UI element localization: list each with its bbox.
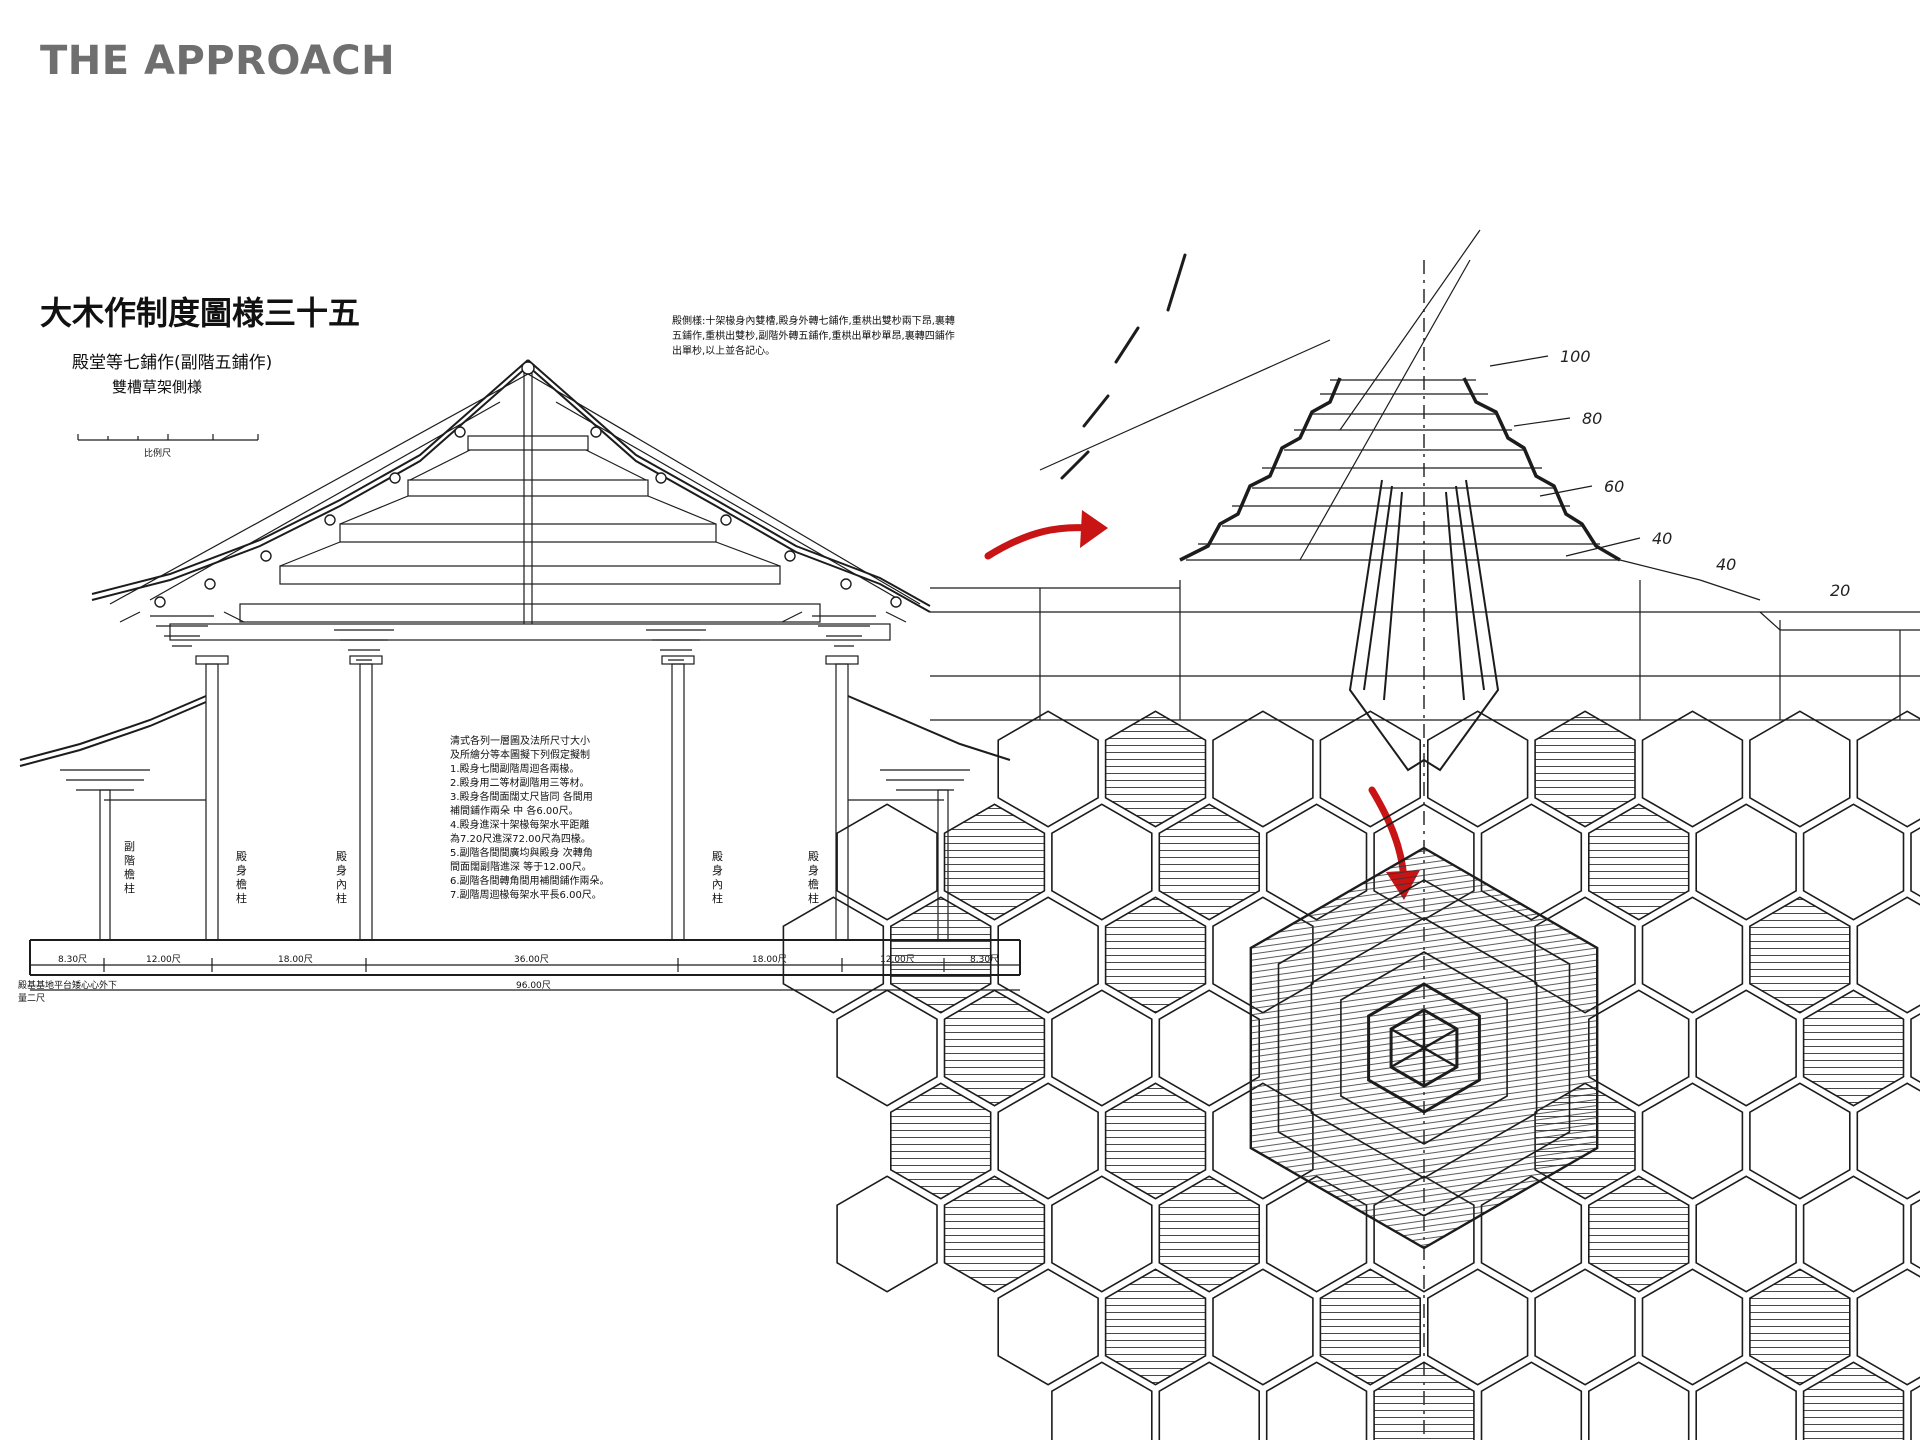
drawing-notes: 殿側樣:十架椽身內雙槽,殿身外轉七鋪作,重栱出雙杪兩下昂,裏轉五鋪作,重栱出雙杪… (672, 316, 955, 357)
bracket-cluster-left-outer (119, 611, 245, 647)
svg-text:殿身檐柱: 殿身檐柱 (808, 850, 819, 905)
svg-text:2.殿身用二等材副階用三等材。: 2.殿身用二等材副階用三等材。 (450, 776, 590, 789)
scale-label: 比例尺 (144, 447, 171, 459)
central-hexagon-detail (1249, 846, 1599, 1250)
svg-text:殿身內柱: 殿身內柱 (712, 850, 723, 905)
tier-label-2: 80 (1582, 409, 1602, 428)
svg-text:清式各列一層圖及法所尺寸大小: 清式各列一層圖及法所尺寸大小 (450, 734, 590, 747)
dim-3: 18.00尺 (278, 954, 313, 965)
dim-1: 8.30尺 (58, 954, 87, 965)
dim-5: 18.00尺 (752, 954, 787, 965)
tier-label-1: 100 (1560, 347, 1591, 366)
svg-text:1.殿身七間副階周迴各兩椽。: 1.殿身七間副階周迴各兩椽。 (450, 762, 580, 775)
drawing-subtitle-2: 雙槽草架側様 (112, 378, 202, 396)
dim-total: 96.00尺 (516, 980, 551, 991)
svg-text:及所繪分等本圖擬下列假定擬制: 及所繪分等本圖擬下列假定擬制 (450, 748, 590, 761)
timber-frame-section: 大木作制度圖様三十五 殿堂等七鋪作(副階五鋪作) 雙槽草架側様 比例尺 殿側樣:… (18, 294, 1021, 1004)
svg-text:補間鋪作兩朵 中 各6.00尺。: 補間鋪作兩朵 中 各6.00尺。 (450, 804, 579, 817)
drawing-title: 大木作制度圖様三十五 (40, 294, 360, 332)
svg-text:副階檐柱: 副階檐柱 (124, 840, 135, 895)
dim-4: 36.00尺 (514, 954, 549, 965)
tier-label-3: 60 (1604, 477, 1624, 496)
tier-label-6: 20 (1830, 581, 1850, 600)
bottom-left-note: 殿基基地平台矮心心外下量二尺 (18, 981, 118, 1004)
tower-sketch: 100 80 60 40 40 20 (930, 229, 1920, 1440)
svg-text:為7.20尺進深72.00尺為四椽。: 為7.20尺進深72.00尺為四椽。 (450, 832, 591, 845)
tier-label-5: 40 (1716, 555, 1736, 574)
svg-text:殿身內柱: 殿身內柱 (336, 850, 347, 905)
column-label-left: 殿身檐柱 (236, 850, 247, 905)
svg-text:間面闊副階進深 等于12.00尺。: 間面闊副階進深 等于12.00尺。 (450, 860, 592, 873)
svg-text:5.副階各間間廣均與殿身 次轉角: 5.副階各間間廣均與殿身 次轉角 (450, 846, 593, 859)
drawing-subtitle-1: 殿堂等七鋪作(副階五鋪作) (72, 353, 272, 373)
svg-text:6.副階各間轉角間用補間鋪作兩朵。: 6.副階各間轉角間用補間鋪作兩朵。 (450, 874, 610, 887)
dim-2: 12.00尺 (146, 954, 181, 965)
svg-text:4.殿身進深十架椽每架水平距離: 4.殿身進深十架椽每架水平距離 (450, 818, 590, 831)
page-heading: THE APPROACH (40, 38, 396, 84)
svg-text:3.殿身各間面闊丈尺皆同 各間用: 3.殿身各間面闊丈尺皆同 各間用 (450, 790, 593, 803)
tier-label-4: 40 (1652, 529, 1672, 548)
svg-text:7.副階周迴椽每架水平長6.00尺。: 7.副階周迴椽每架水平長6.00尺。 (450, 888, 602, 901)
hexagon-field-sketch (782, 710, 1920, 1440)
scale-bar: 比例尺 (77, 434, 259, 459)
